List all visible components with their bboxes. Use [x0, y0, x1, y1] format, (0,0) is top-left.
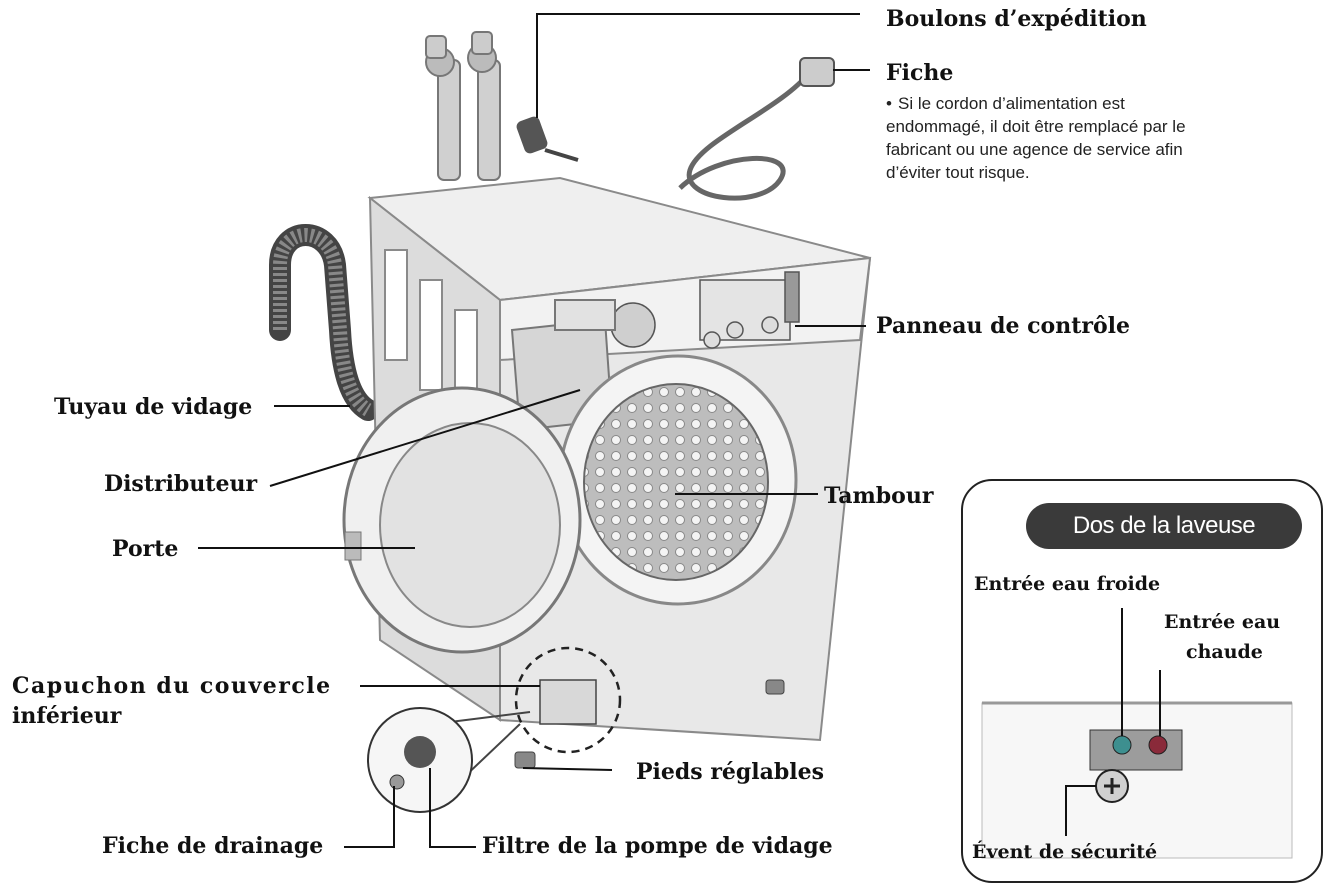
plug-note-text: Si le cordon d’alimentation est endommag… [886, 94, 1186, 182]
label-drain-hose: Tuyau de vidage [54, 394, 253, 420]
label-adjustable-feet: Pieds réglables [636, 759, 825, 785]
label-drain-plug: Fiche de drainage [102, 833, 324, 859]
label-dispenser: Distributeur [104, 471, 258, 497]
inset-title-badge: Dos de la laveuse [1026, 503, 1302, 549]
drain-hose-icon [269, 224, 379, 421]
label-hot-inlet-1: Entrée eau [1164, 611, 1281, 633]
control-panel-icon [610, 271, 800, 349]
label-drain-pump-filter: Filtre de la pompe de vidage [482, 833, 833, 859]
label-control-panel: Panneau de contrôle [876, 313, 1130, 339]
door-icon [342, 386, 582, 654]
water-faucets [425, 31, 501, 181]
label-lower-cover-cap-1: Capuchon du couvercle [12, 673, 332, 699]
lower-cover-cap-icon [514, 646, 622, 754]
power-cord-icon [678, 57, 835, 201]
label-drum: Tambour [824, 483, 934, 509]
label-cold-inlet: Entrée eau froide [974, 573, 1161, 595]
label-safety-vent: Évent de sécurité [972, 841, 1158, 863]
back-of-washer-inset [961, 479, 1323, 883]
bullet-icon: • [886, 94, 892, 113]
label-door: Porte [112, 536, 179, 562]
leader-lines [198, 13, 870, 848]
label-lower-cover-cap-2: inférieur [12, 703, 122, 729]
label-plug: Fiche [886, 60, 954, 86]
label-hot-inlet-2: chaude [1186, 641, 1263, 663]
drum-icon [558, 354, 798, 606]
label-shipping-bolts: Boulons d’expédition [886, 6, 1147, 32]
filter-magnifier [367, 707, 531, 813]
adjustable-feet-icon [514, 679, 785, 769]
plug-note: •Si le cordon d’alimentation est endomma… [886, 92, 1216, 184]
shipping-bolt-icon [516, 116, 579, 162]
